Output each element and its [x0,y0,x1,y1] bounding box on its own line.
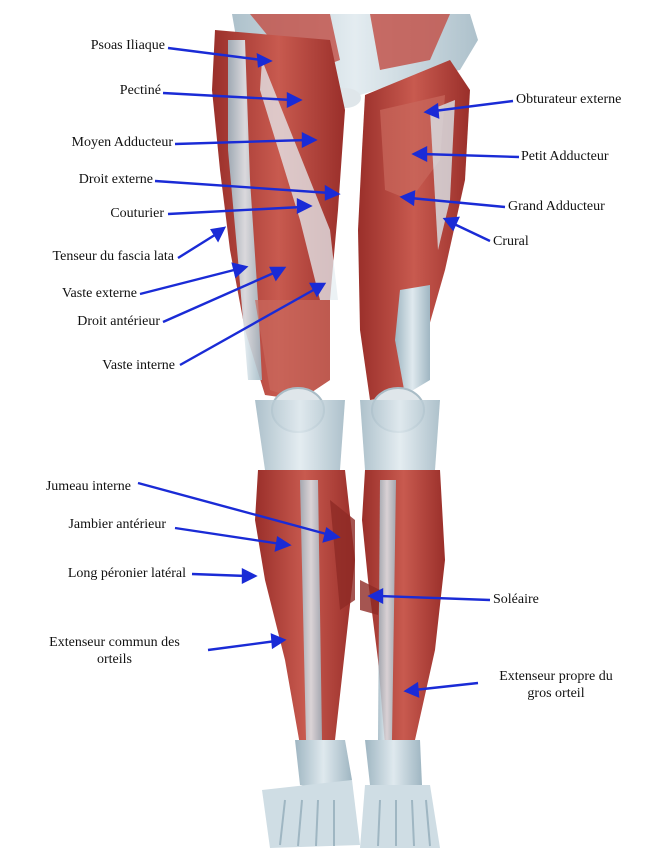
label-pectine: Pectiné [120,82,161,99]
label-vaste-externe: Vaste externe [62,285,137,302]
label-psoas-iliaque: Psoas Iliaque [91,37,165,54]
label-petit-adducteur: Petit Adducteur [521,148,609,165]
feet [262,740,440,848]
label-droit-anterieur: Droit antérieur [77,313,160,330]
label-crural: Crural [493,233,529,250]
label-extenseur-propre-line2: gros orteil [476,685,636,702]
label-extenseur-commun-orteils: Extenseur commun des orteils [27,634,202,668]
knees [255,388,440,470]
label-extenseur-commun-line2: orteils [27,651,202,668]
label-long-peronier-lateral: Long péronier latéral [68,565,186,582]
label-vaste-interne: Vaste interne [102,357,175,374]
label-extenseur-propre-gros-orteil: Extenseur propre du gros orteil [476,668,636,702]
label-moyen-adducteur: Moyen Adducteur [72,134,173,151]
label-extenseur-propre-line1: Extenseur propre du [476,668,636,685]
label-droit-externe: Droit externe [79,171,153,188]
label-grand-adducteur: Grand Adducteur [508,198,605,215]
label-couturier: Couturier [110,205,164,222]
label-tenseur-fascia-lata: Tenseur du fascia lata [53,248,174,265]
label-jambier-anterieur: Jambier antérieur [68,516,166,533]
leg-right-thigh [212,30,345,400]
arrow-vaste-externe [140,264,246,294]
leg-left-lower [360,470,445,745]
arrow-extenseur-propre [406,683,478,696]
arrow-extenseur-commun [208,635,284,650]
label-soleaire: Soléaire [493,591,539,608]
label-jumeau-interne: Jumeau interne [46,478,131,495]
arrow-tenseur [178,228,224,258]
label-extenseur-commun-line1: Extenseur commun des [27,634,202,651]
arrow-long-peronier [192,570,255,582]
leg-right-lower [255,470,355,745]
label-obturateur-externe: Obturateur externe [516,91,621,108]
